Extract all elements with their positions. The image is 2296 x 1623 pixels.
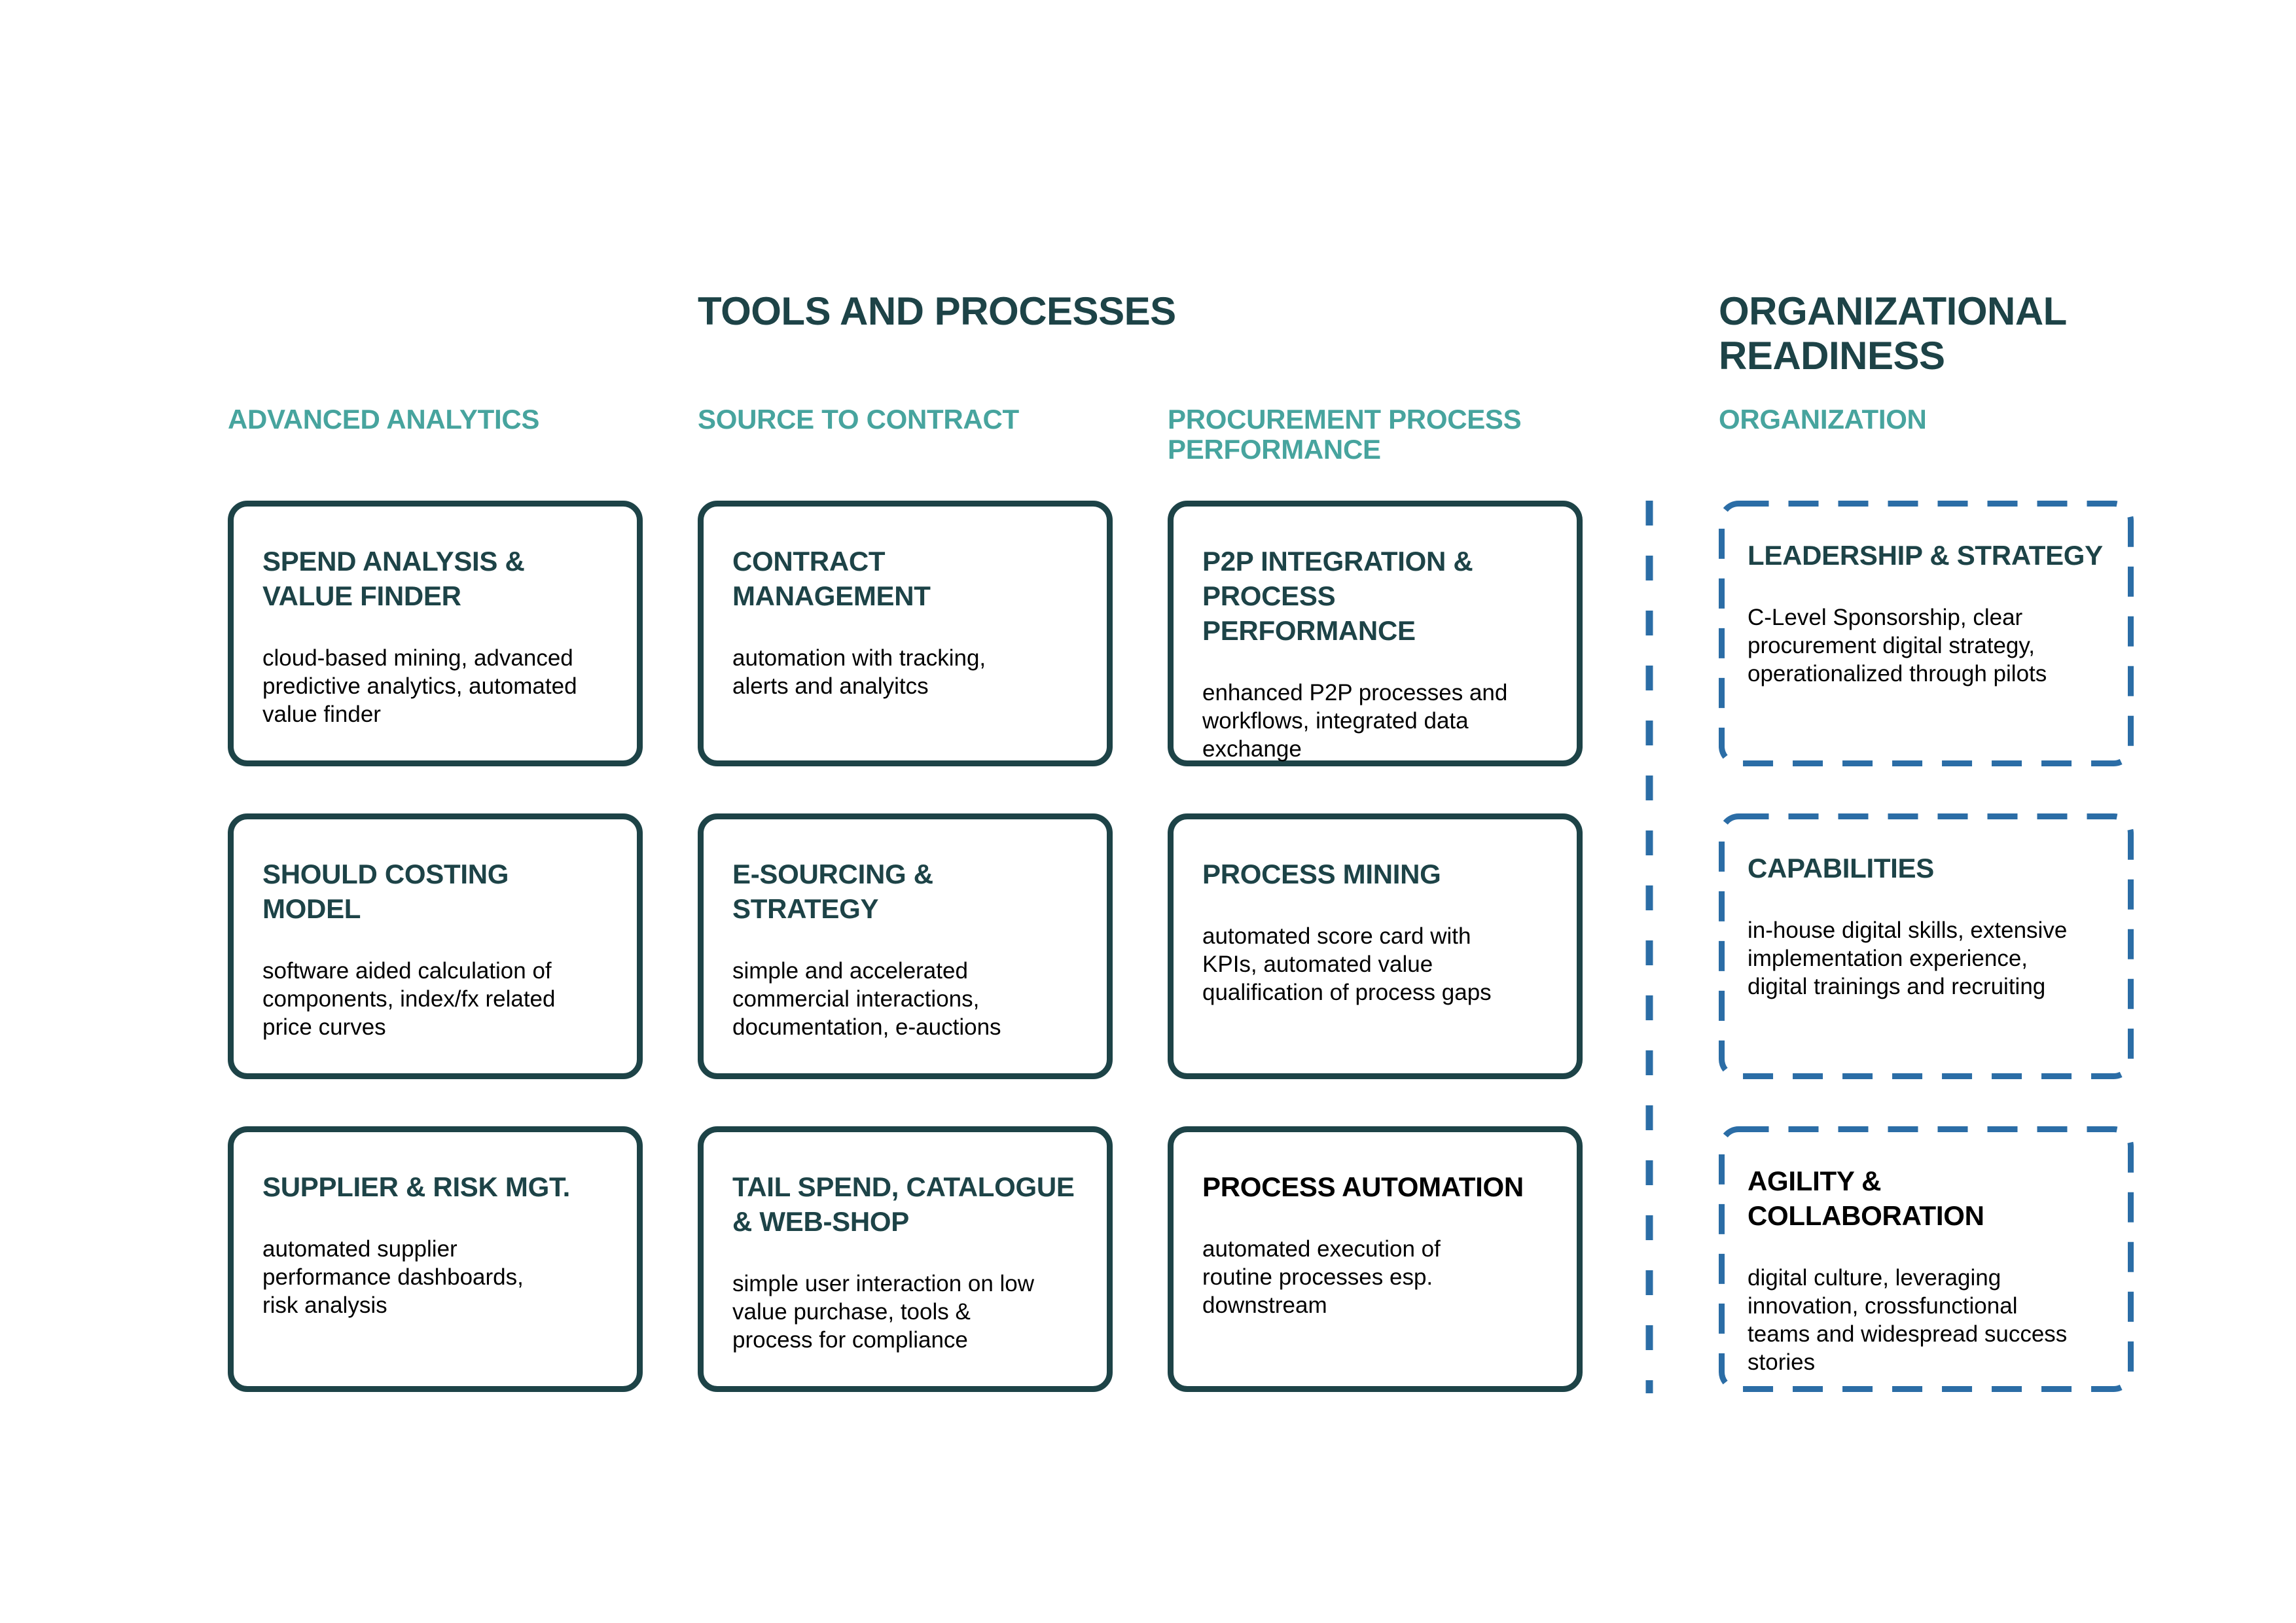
card-agility-collaboration: AGILITY & COLLABORATION digital culture,… [1719, 1126, 2134, 1392]
card-supplier-risk-mgt: SUPPLIER & RISK MGT. automated supplier … [228, 1126, 643, 1392]
card-tail-spend-catalogue-web-shop: TAIL SPEND, CATALOGUE & WEB-SHOP simple … [698, 1126, 1113, 1392]
card-title: CAPABILITIES [1748, 853, 1934, 883]
card-title: SPEND ANALYSIS & VALUE FINDER [262, 546, 525, 611]
card-title: P2P INTEGRATION & PROCESS PERFORMANCE [1202, 546, 1473, 646]
card-body: C-Level Sponsorship, clear procurement d… [1748, 604, 2047, 687]
card-title: PROCESS AUTOMATION [1202, 1171, 1524, 1202]
card-title: PROCESS MINING [1202, 859, 1441, 889]
card-body: simple user interaction on low value pur… [732, 1270, 1035, 1353]
card-body: simple and accelerated commercial intera… [732, 957, 1001, 1040]
card-spend-analysis-value-finder: SPEND ANALYSIS & VALUE FINDER cloud-base… [228, 501, 643, 766]
column-header-procurement-process-performance: PROCUREMENT PROCESS PERFORMANCE [1168, 404, 1522, 465]
card-process-mining: PROCESS MINING automated score card with… [1168, 813, 1583, 1079]
card-body: cloud-based mining, advanced predictive … [262, 645, 577, 727]
card-p2p-integration-process-performance: P2P INTEGRATION & PROCESS PERFORMANCE en… [1168, 501, 1583, 766]
card-capabilities: CAPABILITIES in-house digital skills, ex… [1719, 813, 2134, 1079]
card-contract-management: CONTRACT MANAGEMENT automation with trac… [698, 501, 1113, 766]
card-body: enhanced P2P processes and workflows, in… [1202, 679, 1508, 762]
section-title-tools-and-processes: TOOLS AND PROCESSES [698, 289, 1176, 333]
column-header-organization: ORGANIZATION [1719, 404, 1927, 435]
card-title: LEADERSHIP & STRATEGY [1748, 540, 2103, 571]
dashed-separator-line [1645, 501, 1653, 1393]
card-title: SUPPLIER & RISK MGT. [262, 1171, 571, 1202]
card-title: E-SOURCING & STRATEGY [732, 859, 933, 924]
section-title-organizational-readiness: ORGANIZATIONAL READINESS [1719, 289, 2067, 378]
card-e-sourcing-strategy: E-SOURCING & STRATEGY simple and acceler… [698, 813, 1113, 1079]
column-header-source-to-contract: SOURCE TO CONTRACT [698, 404, 1019, 435]
card-leadership-strategy: LEADERSHIP & STRATEGY C-Level Sponsorshi… [1719, 501, 2134, 766]
card-body: automation with tracking, alerts and ana… [732, 645, 986, 699]
card-title: CONTRACT MANAGEMENT [732, 546, 931, 611]
card-process-automation: PROCESS AUTOMATION automated execution o… [1168, 1126, 1583, 1392]
card-should-costing-model: SHOULD COSTING MODEL software aided calc… [228, 813, 643, 1079]
card-body: in-house digital skills, extensive imple… [1748, 917, 2068, 999]
card-body: automated execution of routine processes… [1202, 1236, 1441, 1318]
card-title: AGILITY & COLLABORATION [1748, 1166, 1984, 1231]
column-header-advanced-analytics: ADVANCED ANALYTICS [228, 404, 540, 435]
card-title: TAIL SPEND, CATALOGUE & WEB-SHOP [732, 1171, 1075, 1237]
card-body: automated score card with KPIs, automate… [1202, 923, 1492, 1005]
card-body: software aided calculation of components… [262, 957, 556, 1040]
card-body: automated supplier performance dashboard… [262, 1236, 524, 1318]
card-title: SHOULD COSTING MODEL [262, 859, 509, 924]
card-body: digital culture, leveraging innovation, … [1748, 1264, 2068, 1375]
